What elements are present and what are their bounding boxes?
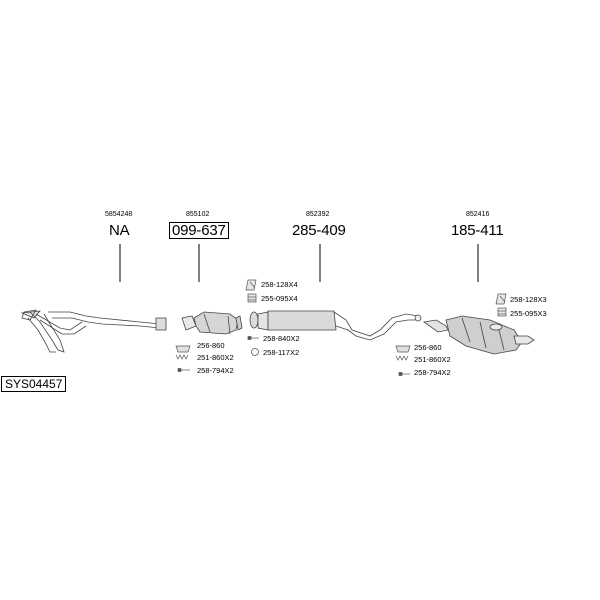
centre-silencer-shape [249, 310, 422, 341]
bolt-icon [398, 372, 410, 376]
bolt-icon [247, 336, 259, 340]
accessory-part-3-ring[interactable]: 258-117X2 [263, 348, 300, 357]
accessory-part-2-spring[interactable]: 251-860X2 [197, 353, 234, 362]
accessory-part-4-bolt[interactable]: 258-794X2 [414, 368, 451, 377]
oem-code-part-2: 855102 [186, 211, 210, 218]
system-code-label: SYS04457 [1, 376, 67, 392]
nut-icon [247, 293, 257, 303]
oem-code-part-1: 5854248 [105, 211, 133, 218]
accessory-part-4-spring[interactable]: 251-860X2 [414, 355, 451, 364]
gasket-icon [175, 345, 191, 353]
accessory-part-4-clamp[interactable]: 258-128X3 [510, 295, 547, 304]
part-number-part-1[interactable]: NA [109, 222, 130, 239]
part-number-part-3[interactable]: 285-409 [292, 222, 346, 239]
accessory-part-2-bolt[interactable]: 258-794X2 [197, 366, 234, 375]
exhaust-manifold-shape [20, 309, 167, 353]
bolt-icon [177, 368, 190, 372]
accessory-part-4-nut[interactable]: 255-095X3 [510, 309, 547, 318]
catalytic-converter-shape [181, 311, 243, 335]
rear-silencer-shape [422, 315, 535, 355]
gasket-icon [395, 345, 411, 353]
accessory-part-4-gasket[interactable]: 256-860 [414, 343, 442, 352]
ring-icon [251, 348, 259, 356]
spring-icon [395, 355, 409, 361]
accessory-part-3-nut[interactable]: 255-095X4 [261, 294, 298, 303]
accessory-part-2-gasket[interactable]: 256-860 [197, 341, 225, 350]
oem-code-part-4: 852416 [466, 211, 490, 218]
clamp-icon [495, 293, 507, 305]
oem-code-part-3: 852392 [306, 211, 330, 218]
accessory-part-3-bolt[interactable]: 258-840X2 [263, 334, 300, 343]
spring-icon [175, 354, 189, 360]
part-number-part-2[interactable]: 099-637 [169, 222, 229, 239]
accessory-part-3-clamp[interactable]: 258-128X4 [261, 280, 298, 289]
nut-icon [497, 307, 507, 317]
part-number-part-4[interactable]: 185-411 [451, 222, 504, 239]
clamp-icon [245, 279, 257, 291]
